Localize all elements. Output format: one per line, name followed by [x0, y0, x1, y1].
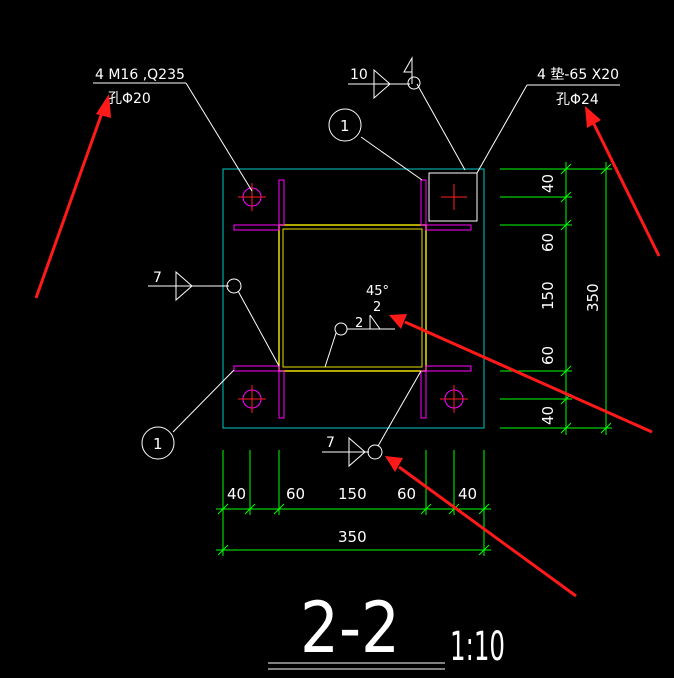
dim-right-4: 60 [539, 346, 557, 365]
dim-bottom-2: 60 [286, 485, 305, 503]
bolt-hole-label: 孔Φ20 [108, 91, 151, 107]
arrow-bottom [385, 456, 577, 598]
weld-inner-top-label: 2 [373, 300, 381, 315]
square-tube-outer [278, 224, 427, 372]
callout-bottom-circle [141, 426, 175, 460]
washer-tr [428, 172, 478, 222]
arrow-top-right [585, 106, 661, 257]
weld-angle-label: 45° [366, 284, 389, 299]
bottom-dimension-lines [216, 450, 491, 556]
callout-top-label: 1 [340, 117, 350, 135]
weld-inner-circle [334, 322, 348, 336]
bolt-spec-label: 4 M16 ,Q235 [95, 67, 185, 83]
dim-right-1: 40 [539, 174, 557, 193]
callout-top-circle [328, 108, 362, 142]
base-plate [222, 168, 485, 429]
dim-right-2: 60 [539, 233, 557, 252]
dim-bottom-4: 60 [397, 485, 416, 503]
bolt-hole-br [440, 385, 468, 413]
stiffeners [233, 179, 472, 419]
red-arrows [34, 94, 661, 598]
dim-right-total: 350 [584, 283, 602, 312]
bolt-hole-tl [238, 183, 266, 211]
weld-symbols [175, 68, 391, 468]
weld-7-bottom-circle [367, 444, 383, 460]
right-dimension-lines [500, 162, 612, 435]
weld-7-left-circle [226, 278, 242, 294]
washer-spec-label: 4 垫-65 X20 [537, 67, 619, 83]
weld-left-label: 7 [153, 270, 162, 286]
square-tube-inner [282, 228, 423, 368]
leaders [93, 56, 620, 453]
callout-bottom-label: 1 [153, 435, 163, 453]
weld-top-label: 10 [350, 67, 368, 83]
weld-inner-left-label: 2 [355, 316, 363, 331]
section-title: 2-2 [300, 587, 400, 669]
bolt-hole-bl [238, 385, 266, 413]
washer-hole-label: 孔Φ24 [556, 92, 599, 108]
dim-bottom-1: 40 [227, 485, 246, 503]
dim-right-3: 150 [539, 281, 557, 310]
weld-bottom-label: 7 [326, 435, 335, 451]
dim-bottom-5: 40 [458, 485, 477, 503]
scale-label: 1:10 [450, 624, 505, 670]
dim-bottom-3: 150 [338, 485, 367, 503]
dim-bottom-total: 350 [338, 528, 367, 546]
arrow-top-left [34, 94, 111, 299]
arrow-middle [389, 314, 653, 434]
dim-right-5: 40 [539, 406, 557, 425]
weld-10-circle [407, 76, 421, 90]
